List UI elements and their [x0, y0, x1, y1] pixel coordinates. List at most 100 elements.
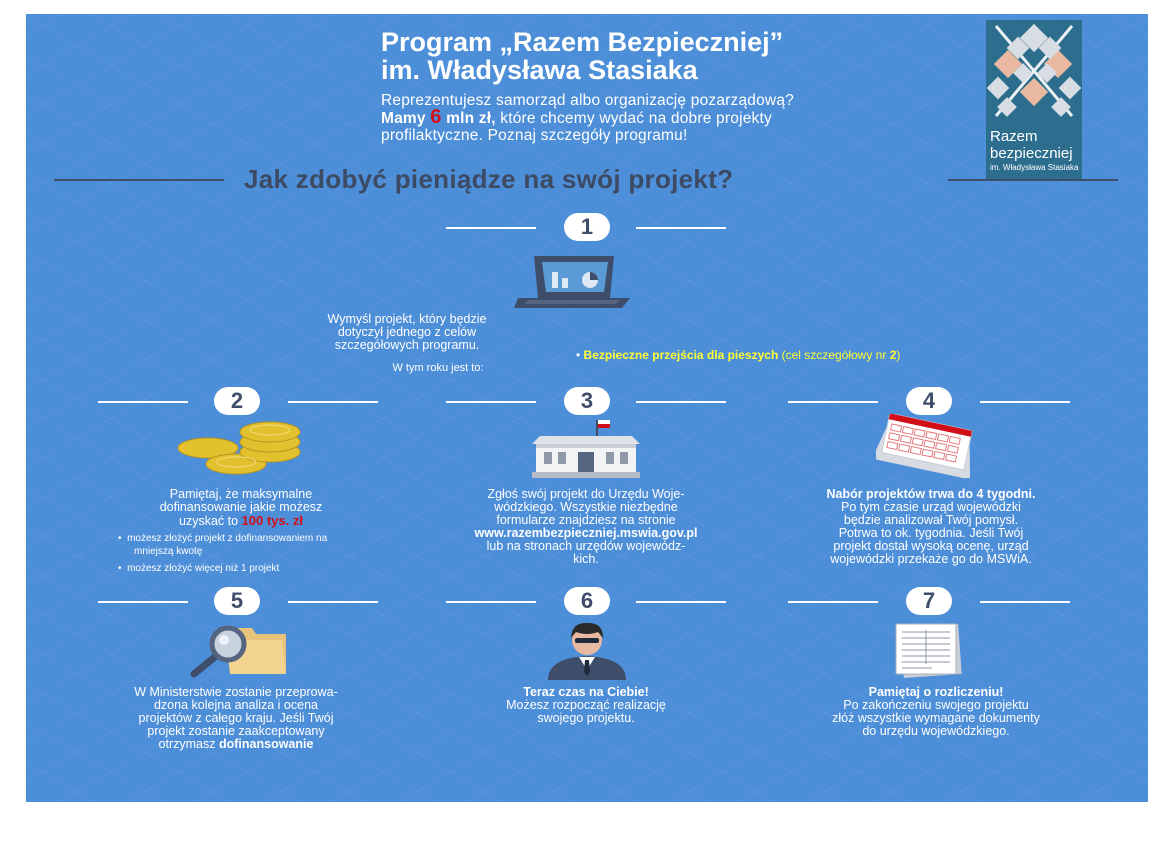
- calendar-icon: [876, 414, 973, 478]
- step2-rule-left: [98, 401, 188, 403]
- step7-rule-left: [788, 601, 878, 603]
- step4-rule-right: [980, 401, 1070, 403]
- step1-rule-right: [636, 227, 726, 229]
- logo-pattern-icon: [986, 20, 1082, 124]
- step2-text: Pamiętaj, że maksymalne dofinansowanie j…: [116, 488, 366, 528]
- step1-rule-left: [446, 227, 536, 229]
- goal-num: 2: [889, 348, 897, 362]
- program-title-line1: Program „Razem Bezpieczniej”: [381, 27, 784, 57]
- step5-line1: W Ministerstwie zostanie przeprowa-: [134, 685, 338, 699]
- step2-bullet1-cont: mniejszą kwotę: [134, 546, 203, 557]
- step4-line5: projekt dostał wysoką ocenę, urząd: [833, 539, 1029, 553]
- intro-text: Reprezentujesz samorząd albo organizację…: [381, 92, 961, 144]
- step4-line1: Nabór projektów trwa do 4 tygodni.: [826, 487, 1036, 501]
- step6-text: Teraz czas na Ciebie! Możesz rozpocząć r…: [446, 686, 726, 725]
- step3-text: Zgłoś swój projekt do Urzędu Woje- wódzk…: [426, 488, 746, 566]
- step7-line1: Pamiętaj o rozliczeniu!: [868, 685, 1004, 699]
- step7-rule-right: [980, 601, 1070, 603]
- step2-bullet2: • możesz złożyć więcej niż 1 projekt: [118, 563, 280, 574]
- step3-line2: wódzkiego. Wszystkie niezbędne: [494, 500, 678, 514]
- documents-icon: [895, 623, 962, 678]
- step2-rule-right: [288, 401, 378, 403]
- logo-line1: Razem: [990, 128, 1038, 145]
- step6-line2: Możesz rozpocząć realizację: [506, 698, 666, 712]
- program-title: Program „Razem Bezpieczniej” im. Władysł…: [381, 28, 783, 84]
- step2-line3-text: uzyskać to: [179, 514, 239, 528]
- step5-rule-right: [288, 601, 378, 603]
- step7-badge: 7: [906, 587, 952, 615]
- step4-line2: Po tym czasie urząd wojewódzki: [841, 500, 1021, 514]
- step5-funding: dofinansowanie: [218, 737, 314, 751]
- intro-mln: mln zł,: [446, 110, 496, 127]
- intro-line2-rest: które chcemy wydać na dobre projekty: [500, 110, 772, 127]
- step5-line3: projektów z całego kraju. Jeśli Twój: [138, 711, 334, 725]
- intro-amount: 6: [430, 106, 442, 128]
- person-avatar-icon: [548, 622, 626, 680]
- step7-line3: złóż wszystkie wymagane dokumenty: [832, 711, 1040, 725]
- step7-line4: do urzędu wojewódzkiego.: [862, 724, 1010, 738]
- step2-bullet2-text: możesz złożyć więcej niż 1 projekt: [127, 563, 280, 574]
- intro-line2: Mamy 6 mln zł, które chcemy wydać na dob…: [381, 106, 961, 128]
- step3-line6: kich.: [573, 552, 599, 566]
- step6-rule-left: [446, 601, 536, 603]
- laptop-icon: [514, 256, 630, 308]
- step7-line2: Po zakończeniu swojego projektu: [843, 698, 1029, 712]
- logo-text: Razem bezpieczniej im. Władysława Stasia…: [990, 128, 1078, 174]
- step5-line2: dzona kolejna analiza i ocena: [153, 698, 318, 712]
- heading-rule-right: [948, 179, 1118, 181]
- heading-rule-left: [54, 179, 224, 181]
- step5-line5: otrzymasz dofinansowanie: [86, 738, 386, 751]
- coins-icon: [177, 421, 301, 475]
- step1-goal: • Bezpieczne przejścia dla pieszych (cel…: [576, 348, 900, 362]
- step1-line2: dotyczył jednego z celów: [337, 325, 477, 339]
- step4-line4: Potrwa to ok. tygodnia. Jeśli Twój: [838, 526, 1024, 540]
- intro-line1: Reprezentujesz samorząd albo organizację…: [381, 92, 794, 109]
- intro-line3: profilaktyczne. Poznaj szczegóły program…: [381, 127, 688, 144]
- step2-line2: dofinansowanie jakie możesz: [159, 500, 323, 514]
- logo-line2: bezpieczniej: [990, 145, 1073, 162]
- step5-rule-left: [98, 601, 188, 603]
- step4-rule-left: [788, 401, 878, 403]
- step3-badge: 3: [564, 387, 610, 415]
- section-heading: Jak zdobyć pieniądze na swój projekt?: [244, 164, 734, 194]
- step1-line3: szczegółowych programu.: [334, 338, 480, 352]
- step4-badge: 4: [906, 387, 952, 415]
- step2-line1: Pamiętaj, że maksymalne: [169, 487, 313, 501]
- goal-close: ): [896, 348, 901, 362]
- step6-line1: Teraz czas na Ciebie!: [523, 685, 649, 699]
- step2-line3: uzyskać to 100 tys. zł: [116, 514, 366, 528]
- step2-amount: 100 tys. zł: [241, 513, 303, 528]
- step4-line3: będzie analizował Twój pomysł.: [843, 513, 1019, 527]
- step1-badge: 1: [564, 213, 610, 241]
- step5-line5-text: otrzymasz: [158, 737, 216, 751]
- step7-text: Pamiętaj o rozliczeniu! Po zakończeniu s…: [786, 686, 1086, 738]
- step2-badge: 2: [214, 387, 260, 415]
- goal-bold: Bezpieczne przejścia dla pieszych: [583, 348, 779, 362]
- magnifier-folder-icon: [190, 625, 286, 678]
- step5-badge: 5: [214, 587, 260, 615]
- step1-line1: Wymyśl projekt, który będzie: [327, 312, 487, 326]
- goal-open: (cel szczegółowy nr: [781, 348, 887, 362]
- step3-line1: Zgłoś swój projekt do Urzędu Woje-: [487, 487, 685, 501]
- goal-bullet: •: [576, 348, 581, 362]
- step3-line3: formularze znajdziesz na stronie: [496, 513, 676, 527]
- step5-text: W Ministerstwie zostanie przeprowa- dzon…: [86, 686, 386, 751]
- logo-line3: im. Władysława Stasiaka: [990, 163, 1079, 172]
- step2-bullet1-text: możesz złożyć projekt z dofinansowaniem …: [127, 533, 328, 544]
- office-building-icon: [532, 420, 640, 478]
- step1-text: Wymyśl projekt, który będzie dotyczył je…: [302, 313, 512, 352]
- step2-bullet1: • możesz złożyć projekt z dofinansowanie…: [118, 533, 328, 544]
- program-title-line2: im. Władysława Stasiaka: [381, 55, 698, 85]
- step4-line6: wojewódzki przekaże go do MSWiA.: [830, 552, 1032, 566]
- infographic-poster: Program „Razem Bezpieczniej” im. Władysł…: [26, 14, 1148, 802]
- step3-rule-left: [446, 401, 536, 403]
- step1-this-year: W tym roku jest to:: [392, 362, 484, 374]
- step3-rule-right: [636, 401, 726, 403]
- step3-website: www.razembezpieczniej.mswia.gov.pl: [474, 526, 698, 540]
- step5-line4: projekt zostanie zaakceptowany: [147, 724, 325, 738]
- step2-bullets: • możesz złożyć projekt z dofinansowanie…: [118, 532, 378, 575]
- intro-mamy: Mamy: [381, 110, 426, 127]
- step6-badge: 6: [564, 587, 610, 615]
- razem-bezpieczniej-logo: Razem bezpieczniej im. Władysława Stasia…: [986, 20, 1082, 180]
- step6-line3: swojego projektu.: [537, 711, 635, 725]
